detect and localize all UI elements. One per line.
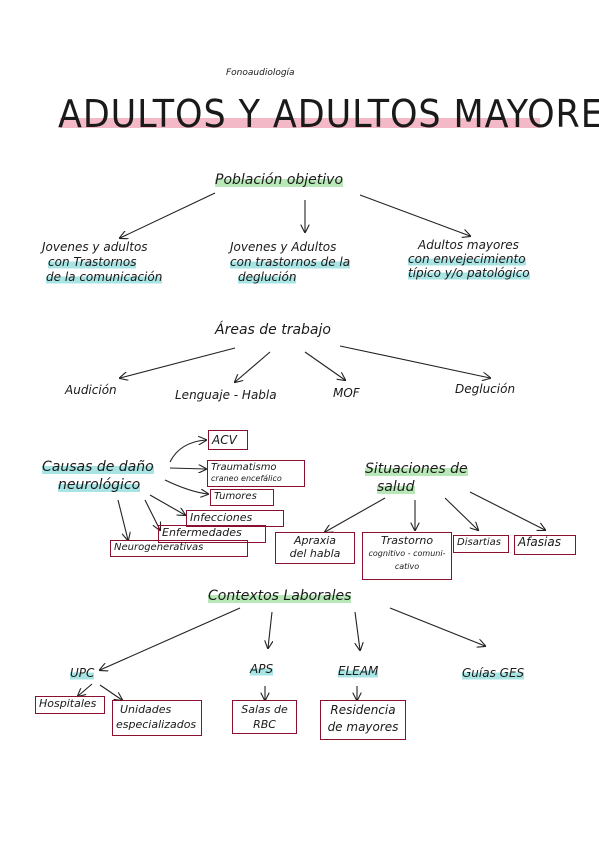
upc-unidades-line2: especializados <box>116 718 197 731</box>
poblacion-item-3-line2: con envejecimiento <box>408 252 526 266</box>
area-audicion: Audición <box>65 383 117 397</box>
upc-hospitales: Hospitales <box>35 696 105 714</box>
causas-heading-line2: neurológico <box>58 477 141 493</box>
contexto-aps: APS <box>250 662 274 676</box>
subject-label: Fonoaudiología <box>226 68 295 78</box>
situacion-apraxia-line2: del habla <box>289 547 341 560</box>
causa-tumores: Tumores <box>210 489 274 506</box>
contextos-heading: Contextos Laborales <box>208 588 352 604</box>
poblacion-item-1: Jovenes y adultos con Trastornos de la c… <box>42 240 163 285</box>
poblacion-item-3-line3: típico y/o patológico <box>408 266 530 280</box>
page-title: ADULTOS Y ADULTOS MAYORES <box>58 92 599 136</box>
causas-heading-line1: Causas de daño <box>42 459 154 475</box>
causa-infecciones: Infecciones <box>186 510 284 527</box>
causa-acv: ACV <box>208 430 248 450</box>
eleam-residencia-line1: Residencia <box>330 703 396 717</box>
title-underline <box>60 118 540 128</box>
causa-enfermedades: Enfermedades <box>158 525 266 543</box>
situacion-apraxia-line1: Apraxia <box>293 534 337 547</box>
poblacion-heading-text: Población objetivo <box>215 172 344 188</box>
situacion-trastorno-line1: Trastorno <box>380 534 434 547</box>
causas-heading: Causas de daño neurológico <box>42 458 154 494</box>
situacion-trastorno-line2: cognitivo - comuni- <box>368 549 446 558</box>
poblacion-item-3-line1: Adultos mayores <box>418 238 519 252</box>
poblacion-heading: Población objetivo <box>215 172 344 188</box>
contexto-eleam: ELEAM <box>338 664 379 678</box>
poblacion-item-1-line3: de la comunicación <box>46 270 163 284</box>
situacion-trastorno-cognitivo: Trastorno cognitivo - comuni- cativo <box>362 532 452 580</box>
poblacion-item-1-line1: Jovenes y adultos <box>42 240 148 254</box>
aps-salas-line1: Salas de <box>241 703 288 716</box>
poblacion-item-3: Adultos mayores con envejecimiento típic… <box>408 238 530 280</box>
poblacion-item-2-line2: con trastornos de la <box>230 255 351 269</box>
area-deglucion: Deglución <box>455 382 516 396</box>
situacion-afasias: Afasias <box>514 535 576 555</box>
causa-traumatismo-line2: craneo encefálico <box>211 474 282 483</box>
area-mof: MOF <box>333 386 360 400</box>
poblacion-item-2-line1: Jovenes y Adultos <box>230 240 337 254</box>
situacion-trastorno-line3: cativo <box>394 562 420 571</box>
causa-traumatismo: Traumatismo craneo encefálico <box>207 460 305 487</box>
eleam-residencia: Residencia de mayores <box>320 700 406 740</box>
aps-salas-rbc: Salas de RBC <box>232 700 297 734</box>
poblacion-item-1-line2: con Trastornos <box>48 255 137 269</box>
contexto-upc: UPC <box>70 666 95 680</box>
causa-traumatismo-line1: Traumatismo <box>211 462 277 473</box>
poblacion-item-2: Jovenes y Adultos con trastornos de la d… <box>230 240 351 285</box>
areas-heading: Áreas de trabajo <box>215 322 331 338</box>
area-lenguaje-habla: Lenguaje - Habla <box>175 388 277 402</box>
upc-unidades-line1: Unidades <box>120 703 172 716</box>
situaciones-heading: Situaciones de salud <box>365 460 468 496</box>
contexto-guias-ges: Guías GES <box>462 666 525 680</box>
situaciones-heading-line1: Situaciones de <box>365 461 468 477</box>
aps-salas-line2: RBC <box>253 718 276 731</box>
eleam-residencia-line2: de mayores <box>327 720 399 734</box>
causa-neurodegenerativas: Neurogenerativas <box>110 540 248 557</box>
upc-unidades: Unidades especializados <box>112 700 202 736</box>
situaciones-heading-line2: salud <box>377 479 415 495</box>
situacion-disartias: Disartias <box>453 535 509 553</box>
situacion-apraxia: Apraxia del habla <box>275 532 355 564</box>
poblacion-item-2-line3: deglución <box>238 270 297 284</box>
